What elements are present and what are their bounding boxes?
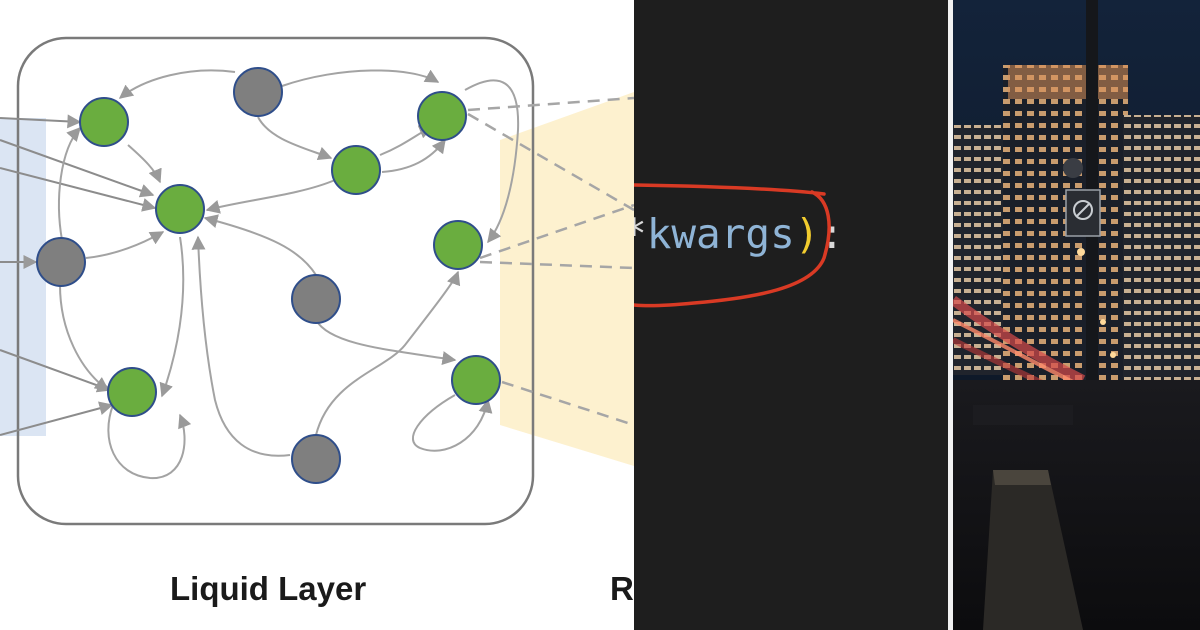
code-snippet-panel: *kwargs): [634,0,948,630]
green-node [451,355,501,405]
gray-node [36,237,86,287]
bridge-railing [983,470,1083,630]
panel-divider [948,0,953,630]
code-token-colon: : [819,210,845,258]
code-token-star: * [634,210,647,258]
liquid-layer-frame [16,36,535,526]
readout-caption-fragment: R [610,570,634,607]
gray-node [291,274,341,324]
code-token-kwargs: kwargs [646,210,795,258]
input-arrows [0,114,157,436]
gray-node [291,434,341,484]
code-token-paren: ) [794,210,820,258]
green-nodes [79,91,501,417]
liquid-layer-caption: Liquid Layer [170,570,367,607]
liquid-layer-diagram [0,36,634,526]
night-city-photo [953,0,1200,630]
red-circle-annotation [634,183,831,308]
green-node [155,184,205,234]
street-sign [1065,189,1101,237]
building-right [1123,115,1200,385]
green-node [107,367,157,417]
gray-node [233,67,283,117]
green-node [417,91,467,141]
night-city-illustration [953,0,1200,630]
green-node [79,97,129,147]
liquid-layer-diagram-panel: Liquid Layer R [0,36,634,607]
readout-connections [467,96,634,427]
readout-band [500,92,634,466]
input-band [0,118,46,436]
green-node [433,220,483,270]
green-node [331,145,381,195]
gray-nodes [36,67,341,484]
code-line: *kwargs): [634,210,844,258]
